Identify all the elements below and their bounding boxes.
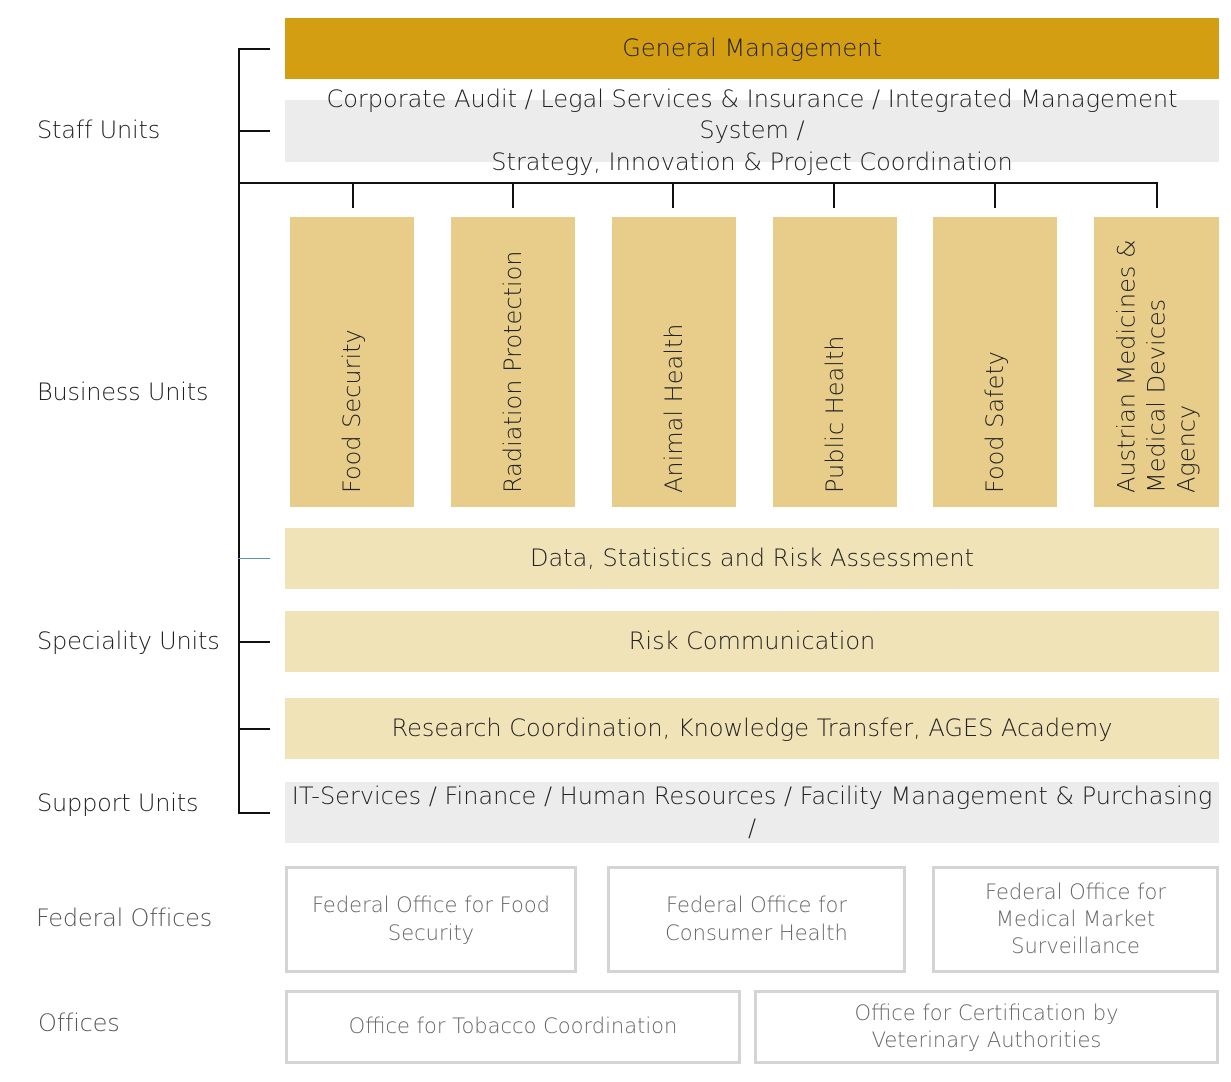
business-unit-label: Public Health [821,335,849,493]
speciality-unit-risk-communication: Risk Communication [285,611,1219,672]
office-label: Office for Tobacco Coordination [348,1014,678,1039]
business-unit-label: Animal Health [660,323,688,494]
connector-risk-communication [238,641,270,643]
label-staff-units: Staff Units [37,116,161,144]
main-vertical-connector [238,48,240,814]
connector-data-statistics [238,558,270,559]
speciality-unit-label: Risk Communication [628,626,876,655]
label-federal-offices: Federal Offices [36,904,213,932]
label-business-units: Business Units [37,378,209,406]
support-units-box: IT-Services / Finance / Human Resources … [285,782,1219,843]
staff-units-box: Corporate Audit / Legal Services & Insur… [285,85,1219,176]
federal-office-consumer-health: Federal Office for Consumer Health [607,866,906,973]
connector-general-management [238,48,270,50]
connector-staff-units [238,130,270,132]
federal-office-medical-market: Federal Office for Medical Market Survei… [932,866,1219,973]
business-unit-food-safety: Food Safety [933,217,1057,507]
connector-business-3 [672,182,674,208]
connector-business-5 [994,182,996,208]
business-unit-animal-health: Animal Health [612,217,736,507]
label-support-units: Support Units [37,789,199,817]
label-offices: Offices [38,1009,120,1037]
general-management-box: General Management [285,18,1219,79]
connector-business-2 [512,182,514,208]
business-units-bus-line [238,182,1158,184]
business-unit-label: Radiation Protection [499,250,527,493]
business-unit-food-security: Food Security [290,217,414,507]
business-unit-label: Food Security [338,329,366,493]
business-unit-medicines-agency: Austrian Medicines & Medical Devices Age… [1094,217,1219,507]
business-unit-public-health: Public Health [773,217,897,507]
federal-office-food-security: Federal Office for Food Security [285,866,577,973]
general-management-label: General Management [622,33,882,62]
speciality-unit-label: Data, Statistics and Risk Assessment [529,543,975,572]
federal-office-label: Federal Office for Medical Market Survei… [985,879,1166,959]
label-speciality-units: Speciality Units [37,627,220,655]
connector-business-1 [352,182,354,208]
business-unit-label: Food Safety [981,351,1009,493]
speciality-unit-research-coordination: Research Coordination, Knowledge Transfe… [285,698,1219,759]
business-unit-label: Austrian Medicines & Medical Devices Age… [1112,239,1201,493]
office-veterinary-certification: Office for Certification by Veterinary A… [754,990,1219,1064]
office-tobacco-coordination: Office for Tobacco Coordination [285,990,741,1064]
speciality-unit-label: Research Coordination, Knowledge Transfe… [391,713,1113,742]
federal-office-label: Federal Office for Consumer Health [665,893,848,945]
connector-support-units [238,812,270,814]
connector-business-6 [1156,182,1158,208]
connector-research-coordination [238,728,270,730]
office-label: Office for Certification by Veterinary A… [854,1000,1119,1052]
federal-office-label: Federal Office for Food Security [312,893,550,945]
connector-business-4 [833,182,835,208]
staff-units-line-1: Corporate Audit / Legal Services & Insur… [326,85,1178,145]
support-units-label: IT-Services / Finance / Human Resources … [291,782,1213,842]
staff-units-line-2: Strategy, Innovation & Project Coordinat… [491,147,1013,176]
business-unit-radiation-protection: Radiation Protection [451,217,575,507]
speciality-unit-data-statistics: Data, Statistics and Risk Assessment [285,528,1219,589]
